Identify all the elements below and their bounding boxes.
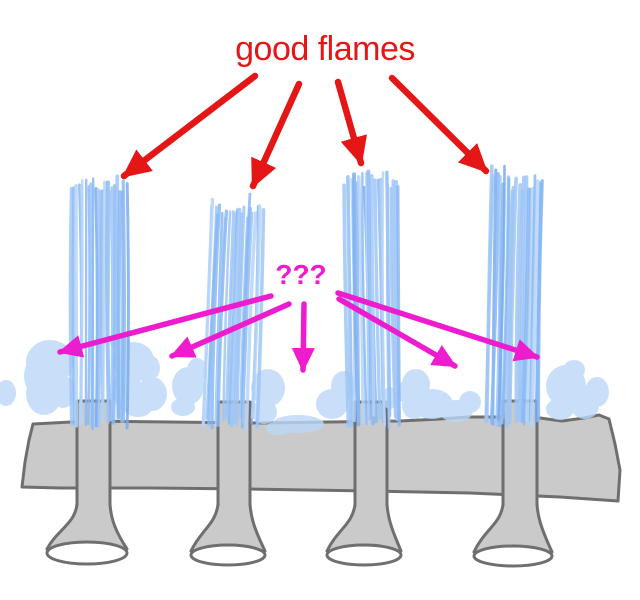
good-flame [484, 164, 544, 429]
red-arrows-group [120, 72, 490, 190]
tube-mouth [189, 543, 267, 567]
magenta-arrow [57, 293, 274, 358]
good-flames-group [68, 164, 544, 431]
ghost-flame-blob [171, 358, 207, 416]
ghost-flame-blob [382, 369, 481, 422]
tube-mouth [472, 544, 554, 568]
magenta-arrow [336, 296, 458, 369]
red-arrow [388, 74, 490, 175]
magenta-arrow [291, 301, 315, 373]
magenta-arrows-group [57, 290, 540, 373]
red-arrow [249, 80, 303, 190]
good-flames-label: good flames [235, 30, 415, 68]
tube-mouth [325, 543, 403, 567]
burner-tube [472, 399, 554, 568]
good-flame [68, 174, 130, 431]
magenta-arrow [169, 301, 292, 359]
burner-tube [325, 400, 403, 567]
red-arrow [334, 78, 368, 167]
ghost-flame-blob [546, 360, 609, 420]
magenta-arrow [335, 290, 540, 362]
tube-mouth [45, 540, 129, 566]
question-marks-label: ??? [275, 259, 326, 290]
burner-tube [45, 399, 129, 566]
red-arrow [120, 72, 259, 180]
